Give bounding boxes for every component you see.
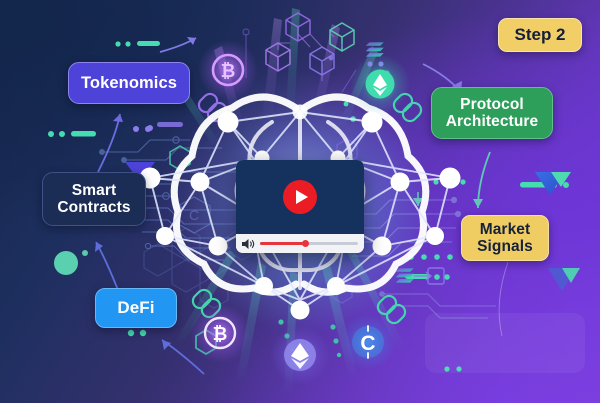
chip-protocol-line1: Protocol — [460, 95, 524, 113]
bitcoin-coin-icon-bottom: ₿ — [190, 303, 250, 363]
svg-text:₿: ₿ — [213, 324, 228, 344]
chip-protocol-line2: Architecture — [445, 113, 539, 130]
chip-smart-contracts-line1: Smart — [71, 181, 117, 199]
chip-defi-label: DeFi — [117, 298, 155, 318]
chip-smart-contracts-line2: Contracts — [57, 199, 131, 216]
crypto-c-coin-icon: C — [340, 314, 396, 370]
chip-smart-contracts[interactable]: Smart Contracts — [42, 172, 146, 226]
play-triangle-icon — [295, 190, 308, 204]
svg-text:C: C — [360, 332, 375, 355]
chip-protocol-architecture[interactable]: Protocol Architecture — [431, 87, 553, 139]
chip-tokenomics-label: Tokenomics — [80, 73, 178, 92]
ethereum-coin-icon-bottom — [270, 325, 330, 385]
chip-defi[interactable]: DeFi — [95, 288, 177, 328]
video-seek-bar[interactable] — [260, 239, 358, 249]
step-badge[interactable]: Step 2 — [498, 18, 582, 52]
chip-smart-contracts-label: Smart Contracts — [57, 182, 130, 217]
seek-handle[interactable] — [302, 240, 310, 247]
empty-placeholder-panel — [425, 313, 585, 373]
chip-market-signals[interactable]: Market Signals — [461, 215, 549, 261]
step-badge-label: Step 2 — [514, 25, 566, 44]
chip-market-line2: Signals — [477, 238, 533, 255]
chip-market-line1: Market — [479, 220, 531, 238]
speaker-volume-icon[interactable] — [242, 238, 255, 250]
ethereum-coin-icon-top — [350, 54, 410, 114]
chip-market-label: Market Signals — [477, 221, 533, 256]
seek-progress-fill — [260, 242, 306, 245]
play-button[interactable] — [283, 180, 317, 214]
chip-protocol-label: Protocol Architecture — [446, 96, 539, 131]
video-controls-bar[interactable] — [236, 234, 364, 253]
video-player-card[interactable] — [236, 160, 364, 253]
svg-text:₿: ₿ — [221, 61, 236, 81]
video-screen — [236, 160, 364, 234]
chip-tokenomics[interactable]: Tokenomics — [68, 62, 190, 104]
bitcoin-coin-icon-top: ₿ — [198, 40, 258, 100]
